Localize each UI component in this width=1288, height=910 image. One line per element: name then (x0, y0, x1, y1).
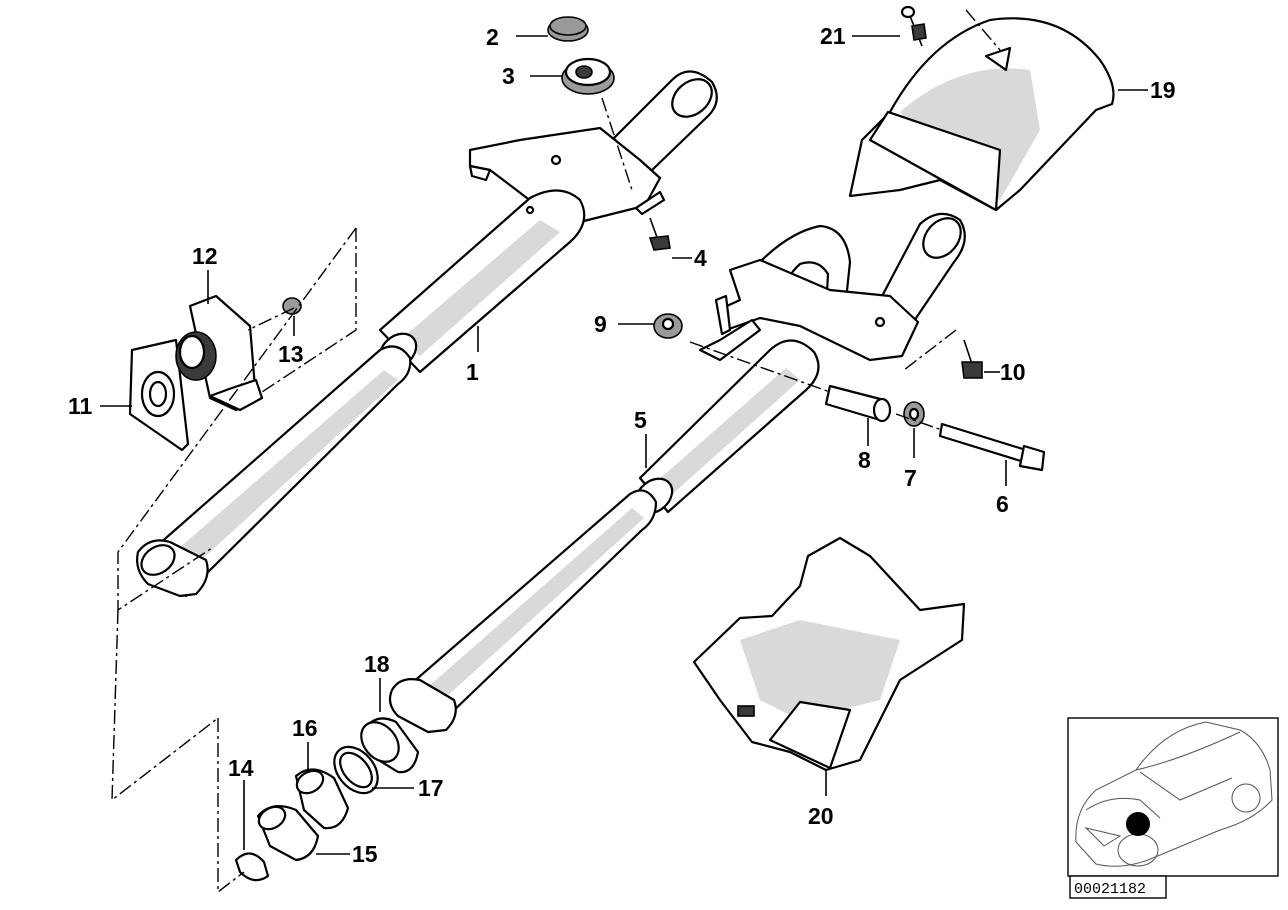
reference-number: 00021182 (1074, 881, 1146, 898)
callout-label-17: 17 (418, 775, 444, 801)
reference-number-box: 00021182 (1069, 875, 1167, 899)
callout-14: 14 (228, 755, 254, 850)
part-9-nut (653, 313, 683, 339)
part-6-bolt (938, 422, 1046, 472)
callout-9: 9 (594, 311, 654, 337)
callout-label-7: 7 (904, 465, 917, 491)
callout-label-14: 14 (228, 755, 254, 781)
part-7-washer (903, 401, 925, 427)
callout-2: 2 (486, 24, 548, 50)
callout-label-9: 9 (594, 311, 607, 337)
part-4-screw (648, 217, 671, 251)
part-14-clip (234, 852, 270, 882)
callout-21: 21 (820, 23, 900, 49)
part-8-sleeve (824, 384, 892, 423)
callout-label-20: 20 (808, 803, 834, 829)
part-18-bushing (360, 717, 420, 774)
callout-15: 15 (316, 841, 378, 867)
callout-label-11: 11 (68, 393, 93, 419)
vehicle-location-thumbnail (1067, 717, 1279, 877)
steering-column-right-lower-tube (388, 489, 658, 734)
callout-label-16: 16 (292, 715, 318, 741)
part-19-upper-trim (848, 17, 1115, 212)
callout-16: 16 (292, 715, 318, 770)
callout-label-5: 5 (634, 407, 647, 433)
callout-label-15: 15 (352, 841, 378, 867)
location-marker-icon (1126, 812, 1150, 836)
assembly-lines (111, 9, 1001, 894)
callout-18: 18 (364, 651, 390, 712)
callout-4: 4 (672, 245, 707, 271)
part-12-bearing-bracket (175, 294, 264, 412)
part-21-screw (900, 5, 927, 47)
callout-label-10: 10 (1000, 359, 1026, 385)
callout-label-2: 2 (486, 24, 499, 50)
part-11-plate (128, 338, 190, 452)
steering-column-right (634, 212, 966, 515)
callout-label-12: 12 (192, 243, 218, 269)
part-3-grommet (561, 57, 615, 95)
callout-5: 5 (634, 407, 647, 468)
part-2-cap (547, 16, 589, 42)
callout-12: 12 (192, 243, 218, 304)
callout-label-19: 19 (1150, 77, 1176, 103)
steering-column-upper (378, 70, 718, 374)
part-10-screw (961, 339, 983, 379)
callout-label-1: 1 (466, 359, 479, 385)
callout-6: 6 (996, 460, 1009, 517)
callout-10: 10 (984, 359, 1026, 385)
callout-label-13: 13 (278, 341, 304, 367)
callout-8: 8 (858, 418, 871, 473)
callout-label-21: 21 (820, 23, 846, 49)
part-16-toothed-ring (294, 768, 350, 830)
callout-7: 7 (904, 428, 917, 491)
part-15-ring (256, 805, 320, 862)
callout-17: 17 (372, 775, 444, 801)
callout-3: 3 (502, 63, 562, 89)
callout-label-8: 8 (858, 447, 871, 473)
part-17-ring (333, 745, 379, 795)
steering-column-lower-tube (136, 345, 412, 598)
callout-11: 11 (68, 393, 132, 419)
callout-label-4: 4 (694, 245, 707, 271)
callout-20: 20 (808, 770, 834, 829)
part-20-lower-trim (692, 536, 966, 772)
callout-label-3: 3 (502, 63, 515, 89)
callout-label-18: 18 (364, 651, 390, 677)
callout-19: 19 (1118, 77, 1176, 103)
callout-label-6: 6 (996, 491, 1009, 517)
callout-1: 1 (466, 326, 479, 385)
callout-13: 13 (278, 316, 304, 367)
